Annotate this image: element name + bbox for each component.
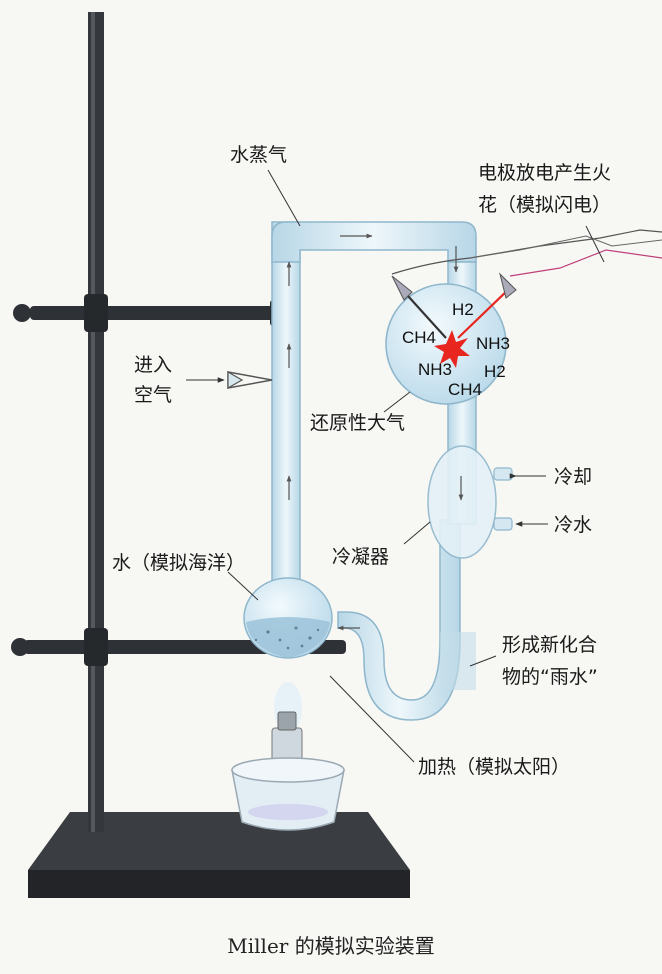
water-ocean-label: 水（模拟海洋）: [112, 552, 246, 574]
gas-ch4-left: CH4: [402, 328, 437, 347]
alcohol-lamp: [231, 682, 345, 831]
label-leaders: [186, 169, 605, 763]
condenser-jacket: [427, 445, 513, 559]
air-inlet-label-line1: 进入: [134, 354, 173, 376]
cold-water-label: 冷水: [554, 514, 593, 536]
condenser-label: 冷凝器: [332, 546, 390, 568]
rain-label-line2: 物的“雨水”: [502, 666, 598, 688]
left-glass-tube: [227, 221, 477, 593]
electrode-label-line2: 花（模拟闪电）: [478, 194, 612, 216]
figure-caption: Miller 的模拟实验装置: [227, 934, 435, 958]
gas-nh3-right: NH3: [476, 334, 511, 353]
gas-nh3-left: NH3: [418, 360, 453, 379]
reducing-atmosphere-label: 还原性大气: [310, 412, 406, 434]
electrodes: [391, 272, 517, 339]
water-flask: [243, 577, 333, 659]
electrode-label-line1: 电极放电产生火: [478, 162, 612, 184]
flow-arrows: [286, 233, 464, 631]
rain-label-line1: 形成新化合: [502, 634, 598, 656]
heating-label: 加热（模拟太阳）: [418, 756, 571, 778]
gas-ch4-bottom: CH4: [448, 380, 483, 399]
electrode-wires: [391, 229, 662, 277]
stand-base: [28, 812, 410, 898]
cooling-label: 冷却: [554, 466, 593, 488]
air-inlet-label-line2: 空气: [134, 384, 173, 406]
gas-h2-right: H2: [484, 362, 506, 381]
water-vapor-label: 水蒸气: [230, 144, 288, 166]
gas-h2-top: H2: [452, 300, 474, 319]
spark-icon: [434, 330, 470, 368]
upper-clamp: [13, 294, 300, 332]
stand-rod: [88, 12, 104, 832]
